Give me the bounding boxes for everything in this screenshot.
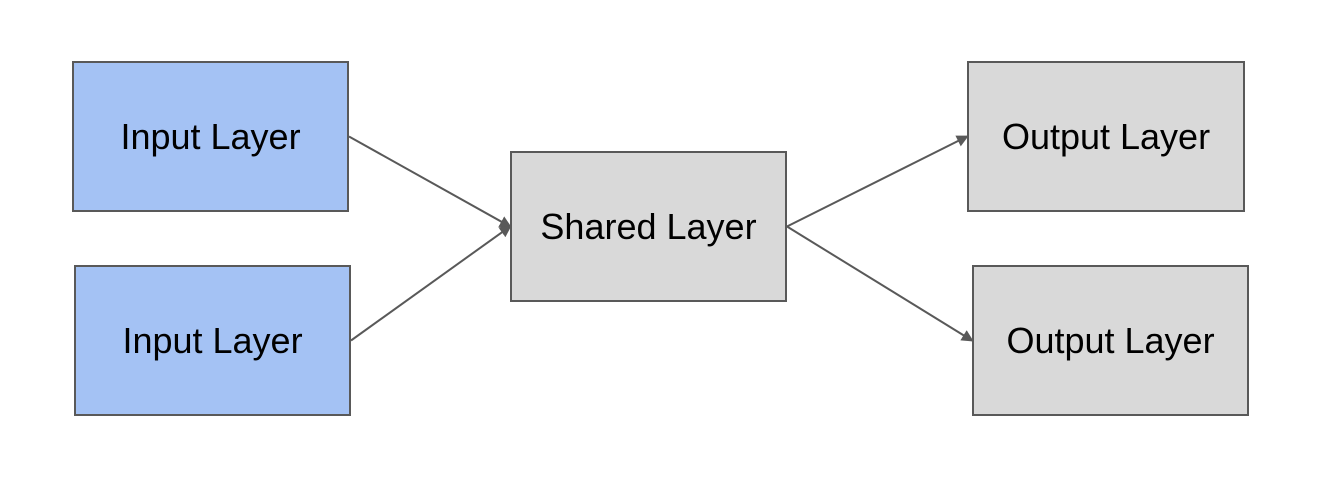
output-layer-label: Output Layer	[1001, 115, 1211, 157]
arrow-shared-to-output_2	[786, 225, 974, 342]
output-layer-label: Output Layer	[1006, 319, 1215, 361]
output-layer-node-2: Output Layer	[972, 265, 1249, 416]
input-layer-label: Input Layer	[120, 115, 301, 157]
input-layer-node-1: Input Layer	[72, 61, 349, 212]
arrow-input_2-to-shared	[350, 225, 512, 342]
arrow-shared-to-output_1	[786, 135, 969, 228]
shared-layer-node: Shared Layer	[510, 151, 787, 302]
input-layer-node-2: Input Layer	[74, 265, 351, 416]
arrow-input_1-to-shared	[348, 135, 512, 228]
shared-layer-label: Shared Layer	[540, 205, 757, 247]
output-layer-node-1: Output Layer	[967, 61, 1245, 212]
input-layer-label: Input Layer	[122, 319, 303, 361]
